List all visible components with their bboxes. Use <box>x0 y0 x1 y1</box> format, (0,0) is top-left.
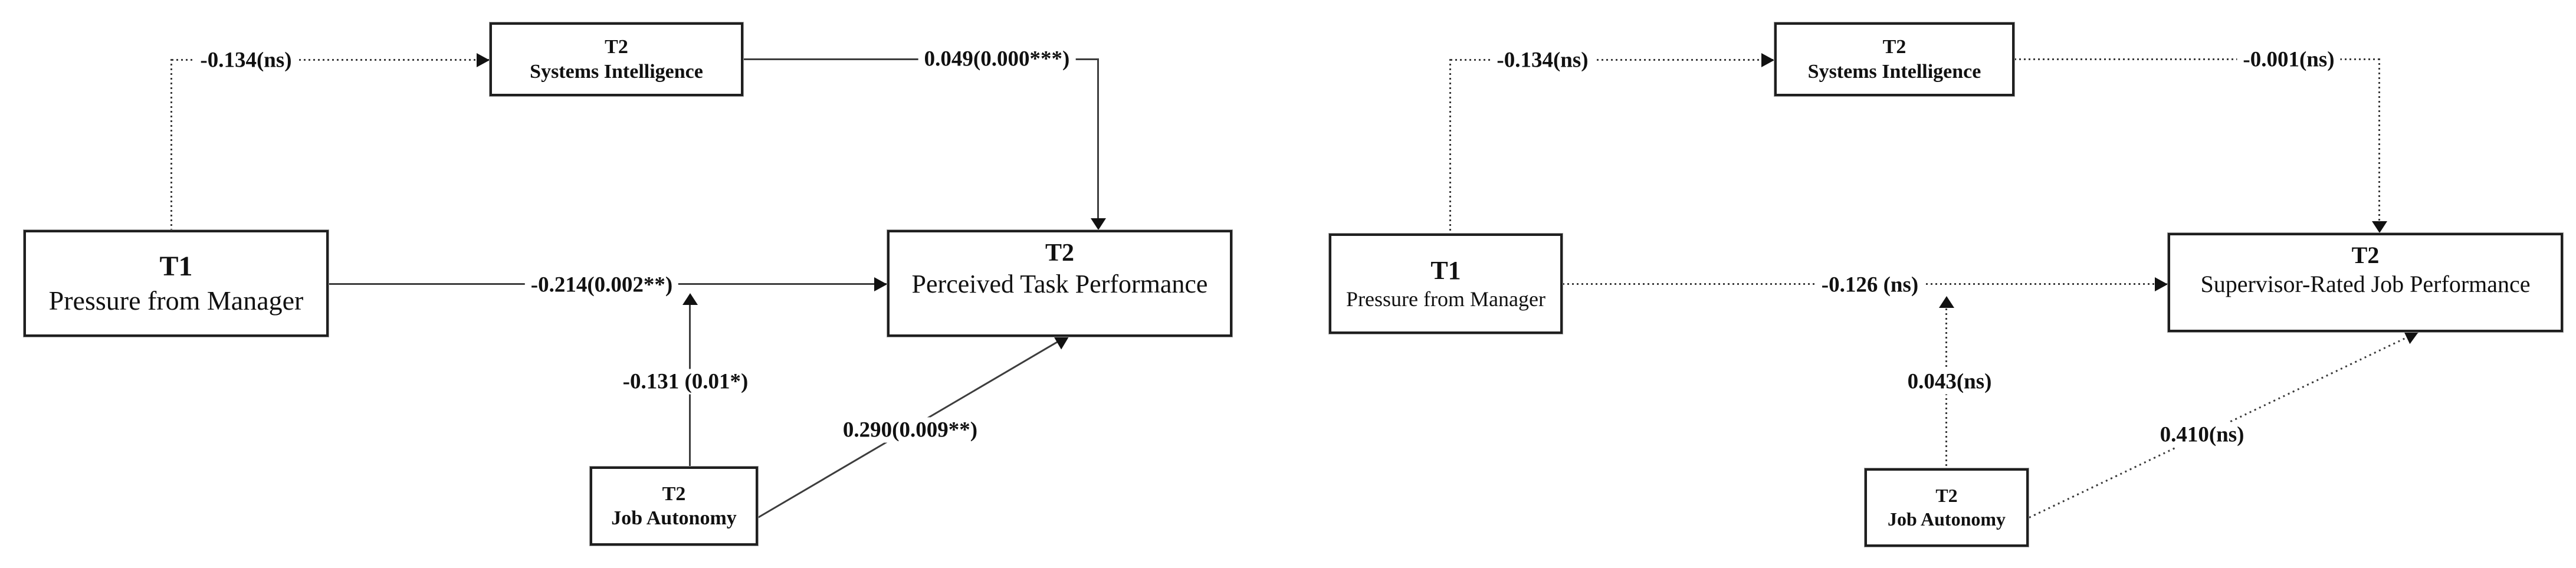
node-label: Perceived Task Performance <box>911 270 1208 299</box>
node-label: Supervisor-Rated Job Performance <box>2200 270 2531 297</box>
node-right-supervisor-rated-job-performance: T2 Supervisor-Rated Job Performance <box>2168 233 2563 332</box>
node-left-perceived-task-performance: T2 Perceived Task Performance <box>887 230 1232 337</box>
path-label-left-si-to-ptp: 0.049(0.000***) <box>918 46 1076 72</box>
path-label-right-pressure-to-si: -0.134(ns) <box>1491 47 1594 73</box>
path-label-left-pressure-to-si: -0.134(ns) <box>194 47 298 73</box>
edge-left-pressure-to-si-horizontal <box>172 59 490 61</box>
path-label-right-si-to-srjp: -0.001(ns) <box>2237 47 2341 73</box>
node-tag: T2 <box>2351 242 2380 268</box>
edge-right-si-to-srjp-vertical <box>2378 58 2380 221</box>
path-label-right-ja-moderation: 0.043(ns) <box>1901 369 1998 395</box>
node-tag: T2 <box>1882 36 1906 58</box>
edge-left-pressure-to-si-vertical <box>170 59 172 230</box>
arrowhead-right-ja-moderation-icon <box>1939 296 1954 308</box>
edge-right-pressure-to-si-vertical <box>1449 59 1451 234</box>
node-right-job-autonomy: T2 Job Autonomy <box>1865 468 2029 547</box>
edge-right-si-to-srjp-horizontal <box>2014 58 2380 60</box>
arrowhead-left-pressure-to-si-icon <box>477 53 490 67</box>
node-tag: T1 <box>1430 256 1461 285</box>
path-label-left-pressure-to-ptp: -0.214(0.002**) <box>524 272 679 298</box>
node-label: Job Autonomy <box>1887 508 2006 530</box>
arrowhead-right-si-to-srjp-icon <box>2372 221 2387 233</box>
path-label-left-ja-to-ptp: 0.290(0.009**) <box>836 417 984 443</box>
arrowhead-left-ja-moderation-icon <box>682 293 698 305</box>
arrowhead-left-si-to-ptp-icon <box>1091 218 1106 230</box>
arrowhead-left-pressure-to-ptp-icon <box>874 277 887 291</box>
node-label: Pressure from Manager <box>48 285 304 316</box>
path-label-right-ja-to-srjp: 0.410(ns) <box>2154 422 2250 448</box>
edge-right-pressure-to-si-horizontal <box>1451 59 1774 61</box>
node-left-job-autonomy: T2 Job Autonomy <box>590 467 758 546</box>
node-label: Pressure from Manager <box>1346 287 1545 311</box>
node-label: Systems Intelligence <box>1807 60 1981 83</box>
node-left-systems-intelligence: T2 Systems Intelligence <box>490 22 743 96</box>
node-right-systems-intelligence: T2 Systems Intelligence <box>1774 22 2014 96</box>
node-label: Job Autonomy <box>611 507 737 529</box>
node-left-pressure-from-manager: T1 Pressure from Manager <box>24 230 329 337</box>
node-tag: T2 <box>605 36 628 58</box>
node-right-pressure-from-manager: T1 Pressure from Manager <box>1329 234 1563 334</box>
node-tag: T2 <box>1935 485 1958 507</box>
node-tag: T2 <box>1045 239 1074 267</box>
path-label-left-ja-moderation: -0.131 (0.01*) <box>616 369 754 395</box>
node-tag: T2 <box>662 482 686 505</box>
arrowhead-right-pressure-to-si-icon <box>1761 53 1774 67</box>
arrowhead-right-pressure-to-srjp-icon <box>2155 277 2168 291</box>
edge-left-si-to-ptp-vertical <box>1097 58 1099 219</box>
node-tag: T1 <box>159 251 193 283</box>
node-label: Systems Intelligence <box>530 60 703 83</box>
path-label-right-pressure-to-srjp: -0.126 (ns) <box>1815 272 1925 298</box>
